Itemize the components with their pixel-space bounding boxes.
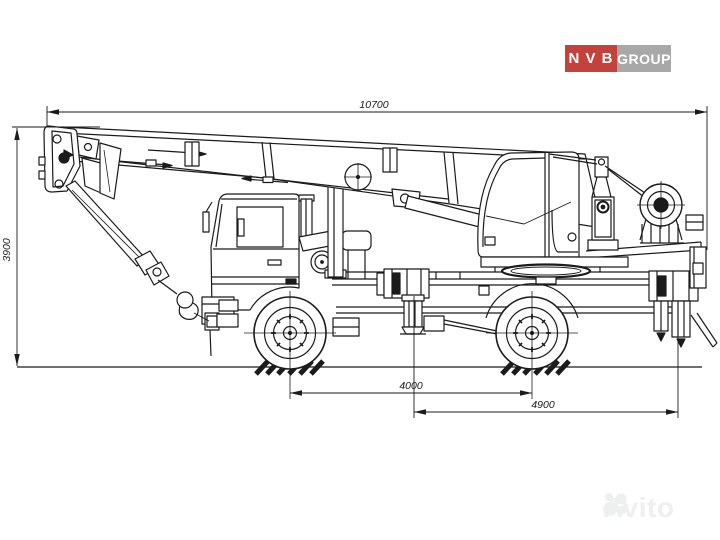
tie-down-cable bbox=[193, 312, 210, 322]
mirror-arm bbox=[205, 201, 213, 213]
cab-step bbox=[216, 313, 239, 328]
truck-cab bbox=[201, 193, 300, 357]
rear-fender bbox=[485, 283, 579, 319]
avito-watermark: Avito bbox=[603, 492, 674, 524]
nvb-group-logo: N V B GROUP bbox=[565, 45, 671, 72]
ground-line bbox=[17, 359, 702, 376]
dim-overall-height: 3900 bbox=[1, 238, 13, 262]
hook bbox=[178, 302, 199, 320]
engine-equipment bbox=[298, 185, 372, 279]
avito-dots-icon bbox=[603, 493, 627, 516]
dim-overall-length: 10700 bbox=[359, 99, 388, 111]
front-wheel bbox=[244, 291, 336, 399]
dim-outrigger-spacing: 4900 bbox=[531, 399, 555, 411]
logo-suffix: GROUP bbox=[617, 45, 671, 72]
rear-wheel bbox=[485, 283, 579, 399]
winch-assembly bbox=[548, 153, 704, 251]
dimension-lines bbox=[12, 106, 708, 418]
middle-outrigger bbox=[376, 268, 430, 335]
rear-outrigger bbox=[648, 246, 718, 348]
crane-cab bbox=[477, 151, 629, 285]
dim-wheelbase: 4000 bbox=[399, 380, 423, 392]
mirror bbox=[202, 211, 210, 233]
logo-brand: N V B bbox=[565, 45, 617, 72]
hook-block bbox=[65, 180, 210, 322]
telescopic-boom bbox=[61, 126, 603, 229]
boom-head bbox=[38, 125, 122, 200]
cab-step bbox=[218, 299, 239, 312]
turntable bbox=[500, 263, 592, 279]
dimension-arrows bbox=[14, 109, 707, 415]
suspension-cable bbox=[548, 153, 597, 161]
